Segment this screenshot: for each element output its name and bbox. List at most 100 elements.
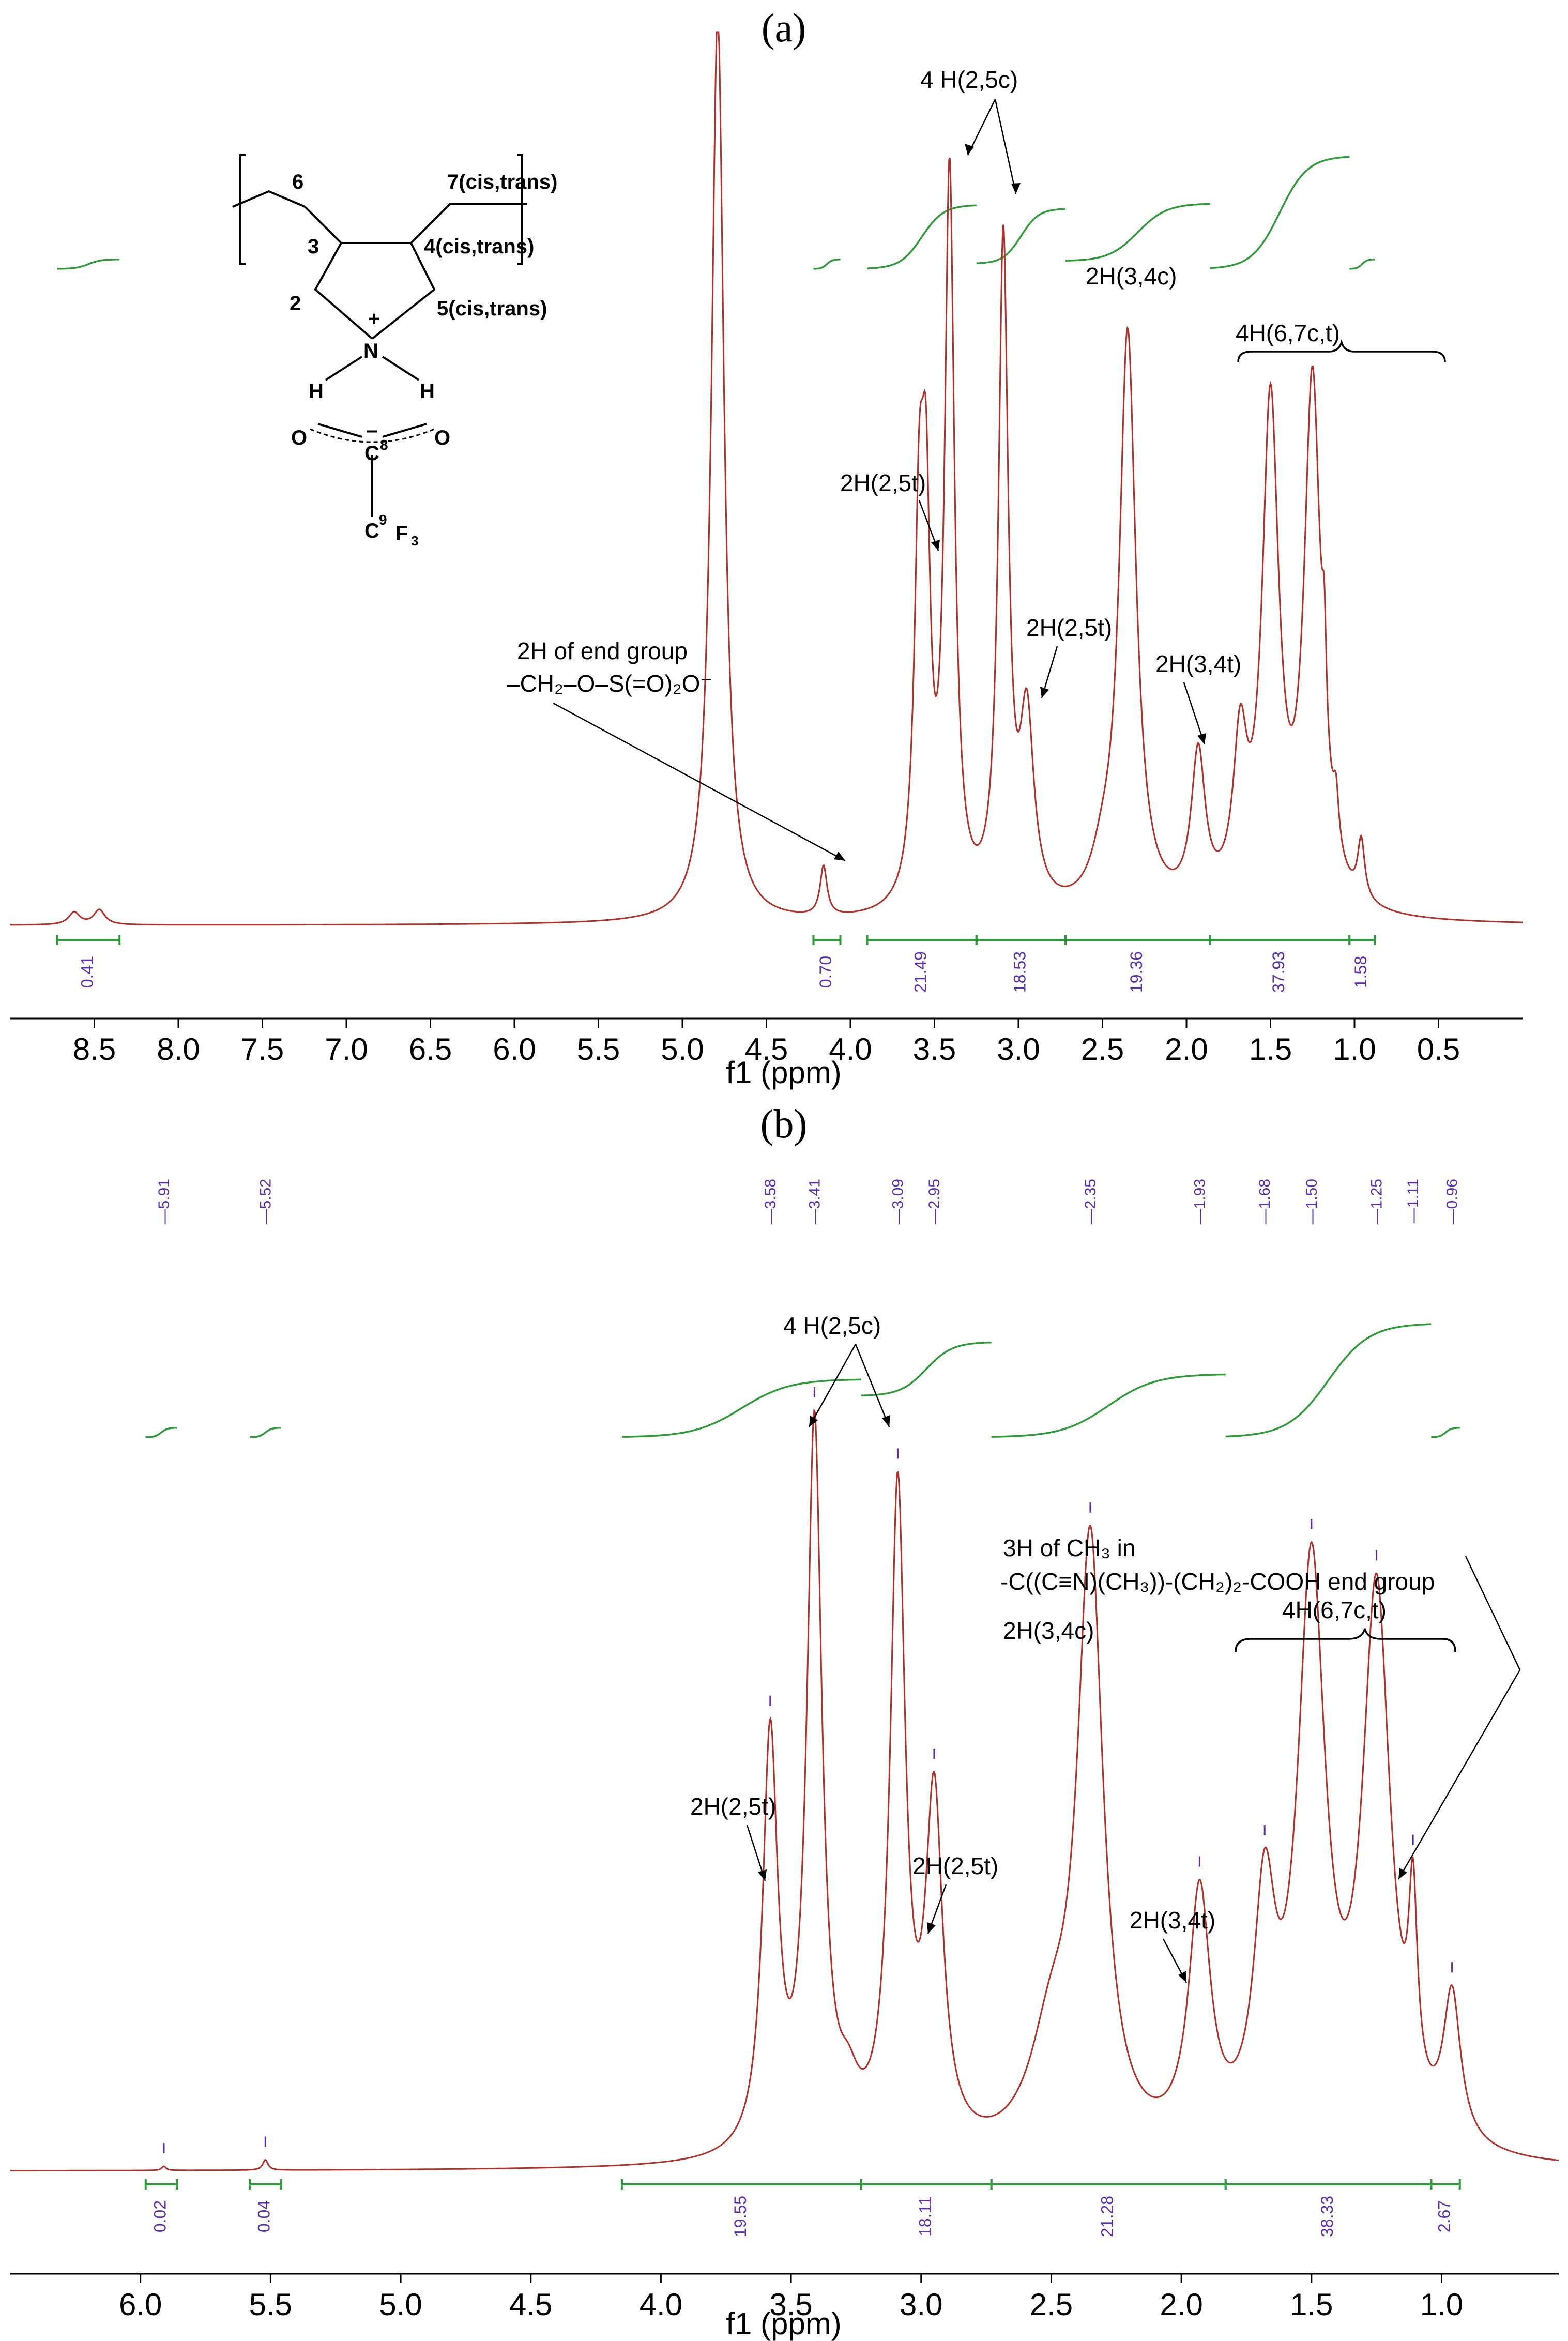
a-annot-endgroup-2: –CH₂–O–S(=O)₂O⁻ [507,670,713,697]
integral-value: 38.33 [1318,2196,1336,2237]
structure-ring-right [371,242,436,340]
a-arrowhead-h25t-1 [931,540,940,551]
a-arrowhead-endgroup [834,852,845,861]
structure-bracket-right [517,154,523,265]
b-annot-h67: 4H(6,7c,t) [1282,1597,1387,1623]
tick-label: 1.5 [1290,2287,1333,2322]
structure-label-c8-sup: 8 [380,437,388,453]
panel-a-x-axis-title: f1 (ppm) [726,1055,841,1090]
integral-value: 2.67 [1435,2200,1453,2232]
peak-pick-label: —1.93 [1191,1179,1208,1224]
integral-curve [1065,203,1210,262]
tick-label: 4.0 [640,2287,682,2322]
integral-curve [861,1341,992,1397]
panel-b-spectrum-trace [10,1408,1559,2172]
structure-label-n: N [363,340,378,362]
a-annot-h34t: 2H(3,4t) [1155,650,1241,677]
structure-label-c9-sup: 9 [379,512,387,528]
structure-c3-c4 [304,206,411,244]
structure-label-c8: C [364,442,379,465]
b-annot-ch3-1: 3H of CH₃ in [1003,1534,1135,1561]
structure-co-right [382,423,427,438]
tick-label: 3.5 [913,1032,956,1067]
structure-label-c3: 3 [308,235,319,258]
tick-label: 1.0 [1420,2287,1463,2322]
integral-value: 21.28 [1098,2196,1117,2237]
tick-label: 2.0 [1160,2287,1202,2322]
tick-label: 8.0 [157,1032,200,1067]
integral-curve [1210,156,1350,269]
a-arrow-endgroup [553,702,846,862]
panel-b: (b) —5.91—5.52—3.58—3.41—3.09—2.95—2.35—… [10,1101,1559,2341]
structure-co-left [317,423,362,438]
integral-value: 18.53 [1010,951,1029,993]
tick-label: 4.5 [745,1032,788,1067]
integral-value: 19.36 [1127,951,1146,993]
peak-pick-label: —1.50 [1303,1179,1320,1224]
tick-label: 3.0 [900,2287,942,2322]
integral-curve [813,258,841,270]
tick-label: 1.5 [1249,1032,1292,1067]
b-annot-h25t-1: 2H(2,5t) [690,1793,776,1820]
structure-bracket-left [239,154,246,265]
tick-label: 4.5 [509,2287,552,2322]
integral-curve [145,1426,177,1438]
integral-value: 0.41 [78,956,97,988]
integral-curve [57,258,120,270]
structure-label-o-right: O [434,427,450,449]
structure-carboxylate-dash [310,428,435,443]
b-arrowhead-h25t-1 [758,1869,767,1881]
tick-label: 3.0 [997,1032,1040,1067]
integral-value: 19.55 [731,2196,750,2237]
structure-label-c6: 6 [292,171,303,193]
integral-curve [1225,1323,1432,1438]
integral-curve [867,204,977,269]
a-arrowhead-h34t [1197,733,1206,744]
structure-chain-left [232,190,306,208]
structure-nh-right [382,356,420,381]
integral-value: 0.04 [255,2200,273,2232]
peak-pick-label: —1.11 [1405,1179,1422,1223]
tick-label: 2.0 [1165,1032,1208,1067]
b-arrowhead-h25c-left [809,1416,818,1427]
tick-label: 7.5 [241,1032,284,1067]
integral-curve [250,1426,281,1438]
peak-pick-label: —3.09 [889,1179,906,1224]
panel-b-label: (b) [760,1101,808,1146]
a-arrowhead-h25c-left [965,144,974,155]
panel-b-peak-picks: —5.91—5.52—3.58—3.41—3.09—2.95—2.35—1.93… [156,1179,1461,2154]
a-brace-h67 [1237,339,1446,362]
b-brace-h67 [1235,1628,1456,1652]
b-annot-ch3-2: -C((C≡N)(CH₃))-(CH₂)₂-COOH end group [1000,1568,1435,1595]
integral-value: 21.49 [911,951,930,993]
structure-nh-left [325,356,363,381]
tick-label: 5.0 [661,1032,704,1067]
integral-curve [621,1378,862,1438]
tick-label: 3.5 [769,2287,812,2322]
structure-chain-right [410,203,527,244]
b-arrow-ch3 [1397,1556,1521,1880]
integral-curve [976,208,1066,265]
peak-pick-label: —0.96 [1444,1179,1461,1224]
b-arrowhead-h34t [1178,1971,1186,1983]
panel-a-spectrum-trace [10,31,1523,926]
a-annot-h25t-2: 2H(2,5t) [1026,614,1112,641]
panel-a-label: (a) [762,5,806,50]
tick-label: 1.0 [1333,1032,1376,1067]
b-arrowhead-ch3 [1398,1868,1407,1879]
tick-label: 5.5 [249,2287,292,2322]
tick-label: 5.0 [379,2287,422,2322]
b-annot-h34c: 2H(3,4c) [1003,1617,1094,1644]
structure-label-h-left: H [309,380,324,403]
b-arrowhead-h25t-2 [927,1922,936,1934]
panel-b-integral-curves [145,1323,1460,1438]
b-arrowhead-h25c-right [882,1415,890,1427]
b-annot-h25c: 4 H(2,5c) [783,1312,881,1339]
peak-pick-label: —5.52 [257,1179,274,1224]
structure-label-h-right: H [420,380,435,403]
panel-b-x-axis-title: f1 (ppm) [726,2306,841,2341]
structure-label-c4: 4(cis,trans) [424,235,534,258]
structure-label-c5: 5(cis,trans) [437,297,547,320]
